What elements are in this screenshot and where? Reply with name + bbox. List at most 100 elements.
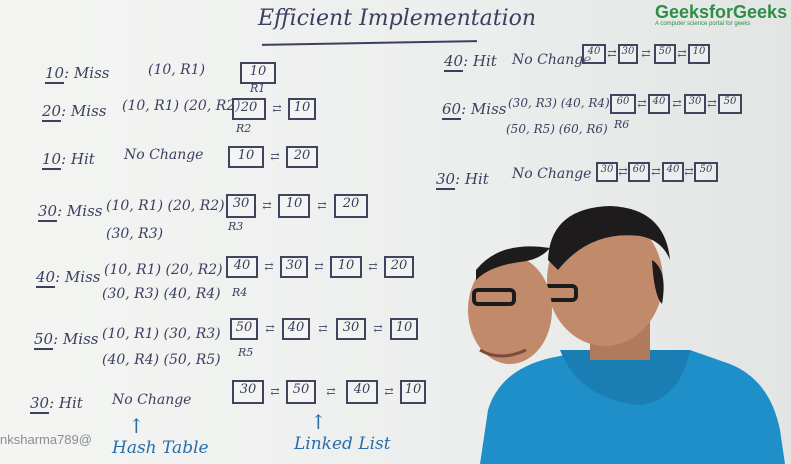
row-info: (10, R1) xyxy=(148,62,206,78)
row-result: Miss xyxy=(62,330,99,348)
double-arrow-icon: ⇄ xyxy=(317,199,327,212)
list-node: 20 xyxy=(334,194,368,218)
presenter-image xyxy=(468,206,785,464)
list-node: 20 xyxy=(286,146,318,168)
row-result: Hit xyxy=(58,394,83,412)
list-node: 10 xyxy=(400,380,426,404)
watermark: nksharma789@ xyxy=(0,432,92,447)
list-node: 30 xyxy=(596,162,618,182)
node-pointer: R3 xyxy=(228,220,244,233)
linked-list-chain: 30 ⇄ 50 ⇄ 40 ⇄ 10 xyxy=(232,380,426,404)
board-title: Efficient Implementation xyxy=(258,6,537,31)
list-node: 10 xyxy=(390,318,418,340)
logo-text: GeeksforGeeks xyxy=(655,2,788,22)
linked-list-caption: Linked List xyxy=(294,434,391,454)
list-node: 50 xyxy=(230,318,258,340)
up-arrow-icon: ↑ xyxy=(128,414,145,438)
double-arrow-icon: ⇄ xyxy=(272,102,282,115)
list-node: 10 xyxy=(688,44,710,64)
linked-list-chain: 30 ⇄ 10 ⇄ 20 xyxy=(226,194,368,218)
linked-list-chain: 50 ⇄ 40 ⇄ 30 ⇄ 10 xyxy=(230,318,418,340)
row-key: 50 xyxy=(34,330,54,350)
row-result: Miss xyxy=(66,202,103,220)
double-arrow-icon: ⇄ xyxy=(637,97,647,110)
list-node: 30 xyxy=(336,318,366,340)
row-result: Hit xyxy=(70,150,95,168)
row-info-2: (40, R4) (50, R5) xyxy=(102,352,221,368)
row-info: (10, R1) (20, R2) xyxy=(104,262,223,278)
list-node: 30 xyxy=(280,256,308,278)
list-node: 40 xyxy=(226,256,258,278)
row-key: 60 xyxy=(442,100,462,120)
row-info: (10, R1) (20, R2) xyxy=(106,198,225,214)
double-arrow-icon: ⇄ xyxy=(384,385,394,398)
row-key: 40 xyxy=(444,52,464,72)
list-node: 50 xyxy=(286,380,316,404)
row-info: No Change xyxy=(124,147,204,163)
row-info-2: (50, R5) (60, R6) xyxy=(506,122,608,136)
linked-list-chain: 60 ⇄ 40 ⇄ 30 ⇄ 50 xyxy=(610,94,742,114)
row-result: Hit xyxy=(472,52,497,70)
double-arrow-icon: ⇄ xyxy=(684,165,694,178)
double-arrow-icon: ⇄ xyxy=(651,165,661,178)
linked-list-chain: 10 ⇄ 20 xyxy=(228,146,318,168)
row-info: No Change xyxy=(112,392,192,408)
hash-table-caption: Hash Table xyxy=(112,438,209,458)
list-node: 40 xyxy=(346,380,378,404)
double-arrow-icon: ⇄ xyxy=(270,385,280,398)
list-node: 10 xyxy=(228,146,264,168)
linked-list-chain: 30 ⇄ 60 ⇄ 40 ⇄ 50 xyxy=(596,162,718,182)
list-node: 40 xyxy=(282,318,310,340)
row-info: No Change xyxy=(512,166,592,182)
list-node: 10 xyxy=(240,62,276,84)
node-pointer: R1 xyxy=(250,82,266,95)
row-result: Miss xyxy=(70,102,107,120)
double-arrow-icon: ⇄ xyxy=(707,97,717,110)
double-arrow-icon: ⇄ xyxy=(618,165,628,178)
list-node: 30 xyxy=(684,94,706,114)
list-node: 40 xyxy=(662,162,684,182)
row-key: 40 xyxy=(36,268,56,288)
logo-tagline: A computer science portal for geeks xyxy=(655,21,751,27)
double-arrow-icon: ⇄ xyxy=(373,322,383,335)
double-arrow-icon: ⇄ xyxy=(672,97,682,110)
double-arrow-icon: ⇄ xyxy=(265,322,275,335)
row-key: 30 xyxy=(30,394,50,414)
double-arrow-icon: ⇄ xyxy=(264,260,274,273)
list-node: 60 xyxy=(628,162,650,182)
row-info-2: (30, R3) (40, R4) xyxy=(102,286,221,302)
double-arrow-icon: ⇄ xyxy=(326,385,336,398)
up-arrow-icon: ↑ xyxy=(310,410,327,434)
row-info: (30, R3) (40, R4) xyxy=(508,96,610,110)
node-pointer: R2 xyxy=(236,122,252,135)
linked-list-chain: 20 ⇄ 10 xyxy=(232,98,316,120)
row-info: No Change xyxy=(512,52,592,68)
double-arrow-icon: ⇄ xyxy=(270,150,280,163)
double-arrow-icon: ⇄ xyxy=(677,47,687,60)
row-result: Miss xyxy=(64,268,101,286)
list-node: 30 xyxy=(618,44,638,64)
list-node: 10 xyxy=(288,98,316,120)
list-node: 30 xyxy=(226,194,256,218)
double-arrow-icon: ⇄ xyxy=(314,260,324,273)
node-pointer: R4 xyxy=(232,286,248,299)
row-info-2: (30, R3) xyxy=(106,226,164,242)
node-pointer: R5 xyxy=(238,346,254,359)
list-node: 50 xyxy=(654,44,676,64)
list-node: 60 xyxy=(610,94,636,114)
gfg-logo: GeeksforGeeks A computer science portal … xyxy=(655,2,787,27)
row-info: (10, R1) (30, R3) xyxy=(102,326,221,342)
list-node: 50 xyxy=(718,94,742,114)
list-node: 10 xyxy=(330,256,362,278)
title-underline xyxy=(261,40,478,46)
linked-list-chain: 10 xyxy=(240,62,276,84)
row-key: 20 xyxy=(42,102,62,122)
double-arrow-icon: ⇄ xyxy=(262,199,272,212)
list-node: 20 xyxy=(232,98,266,120)
row-key: 30 xyxy=(38,202,58,222)
list-node: 40 xyxy=(582,44,606,64)
row-key: 10 xyxy=(42,150,62,170)
double-arrow-icon: ⇄ xyxy=(368,260,378,273)
row-key: 30 xyxy=(436,170,456,190)
